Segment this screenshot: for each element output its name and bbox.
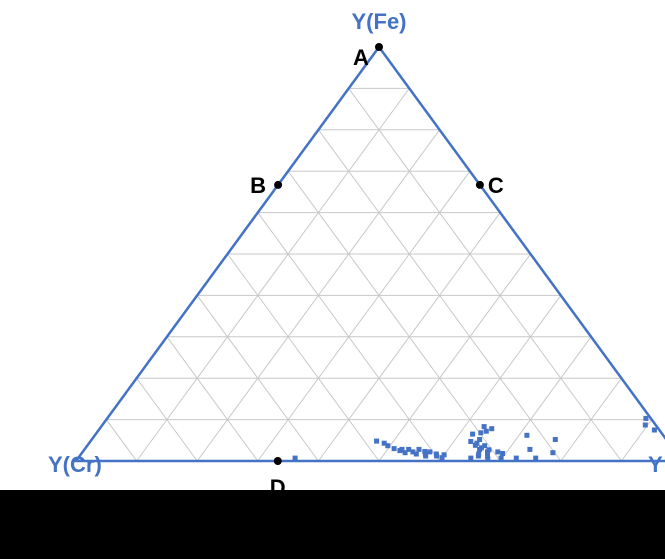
vertex-label-fe: Y(Fe) xyxy=(352,9,407,34)
data-point xyxy=(468,455,474,461)
data-point xyxy=(482,443,488,449)
data-point xyxy=(524,432,530,438)
data-points xyxy=(292,415,657,462)
grid-line-y xyxy=(439,295,562,462)
data-point xyxy=(642,422,648,428)
data-point xyxy=(477,446,483,452)
data-point xyxy=(441,452,447,458)
marked-point-d xyxy=(273,457,282,465)
data-point xyxy=(481,424,487,430)
data-point xyxy=(410,449,416,455)
data-point xyxy=(485,456,491,462)
vertex-label-y: Y xyxy=(648,452,663,477)
data-point xyxy=(434,453,440,459)
data-point xyxy=(416,446,422,452)
marked-point-label-d: D xyxy=(270,475,286,490)
grid-line-cr xyxy=(166,336,259,462)
data-point xyxy=(475,453,481,459)
grid-line-y xyxy=(378,253,531,462)
grid-line-cr xyxy=(196,295,319,462)
data-point xyxy=(485,453,490,459)
data-point xyxy=(485,449,490,455)
data-point xyxy=(533,455,539,461)
data-point xyxy=(406,446,412,452)
data-point xyxy=(478,430,484,436)
grid-line-y xyxy=(560,377,622,462)
data-point xyxy=(397,448,403,454)
data-point xyxy=(385,443,391,449)
grid-line-y xyxy=(257,170,471,462)
data-point xyxy=(527,446,533,452)
grid-line-cr xyxy=(105,419,138,462)
grid-line-y xyxy=(499,336,592,462)
data-point xyxy=(643,415,649,421)
vertex-label-cr: Y(Cr) xyxy=(48,452,102,477)
grid-line-cr xyxy=(227,253,380,462)
marked-point-a xyxy=(375,43,383,51)
data-point xyxy=(472,442,478,448)
data-point xyxy=(468,439,474,444)
data-point xyxy=(402,450,408,456)
data-point xyxy=(552,437,558,442)
ternary-grid xyxy=(105,87,653,462)
marked-point-b xyxy=(274,180,283,189)
data-point xyxy=(427,449,433,455)
data-point xyxy=(498,455,504,461)
data-point xyxy=(292,455,298,461)
data-point xyxy=(651,427,657,433)
marked-point-label-a: A xyxy=(353,45,369,70)
data-point xyxy=(413,451,419,457)
marked-points: A B C D xyxy=(250,43,504,490)
grid-line-cr xyxy=(348,88,622,462)
grid-line-y xyxy=(136,88,410,462)
data-point xyxy=(381,440,387,446)
bottom-black-band xyxy=(0,490,665,559)
data-point xyxy=(500,451,506,456)
data-point xyxy=(550,450,556,456)
data-point xyxy=(513,455,519,461)
data-point xyxy=(495,449,501,455)
data-point xyxy=(477,437,483,442)
data-point xyxy=(374,438,380,444)
data-point xyxy=(391,446,397,452)
ternary-frame xyxy=(73,44,665,463)
data-point xyxy=(489,426,495,432)
data-point xyxy=(439,455,445,461)
grid-line-cr xyxy=(287,170,501,462)
marked-point-label-b: B xyxy=(250,173,266,198)
data-point xyxy=(470,431,476,437)
marked-point-label-c: C xyxy=(488,173,504,198)
data-point xyxy=(423,453,429,459)
ternary-chart: A B C D Y(Fe) Y(Cr) Y xyxy=(48,9,665,490)
data-point xyxy=(483,428,489,434)
grid-line-cr xyxy=(136,377,198,462)
marked-point-c xyxy=(475,180,484,189)
